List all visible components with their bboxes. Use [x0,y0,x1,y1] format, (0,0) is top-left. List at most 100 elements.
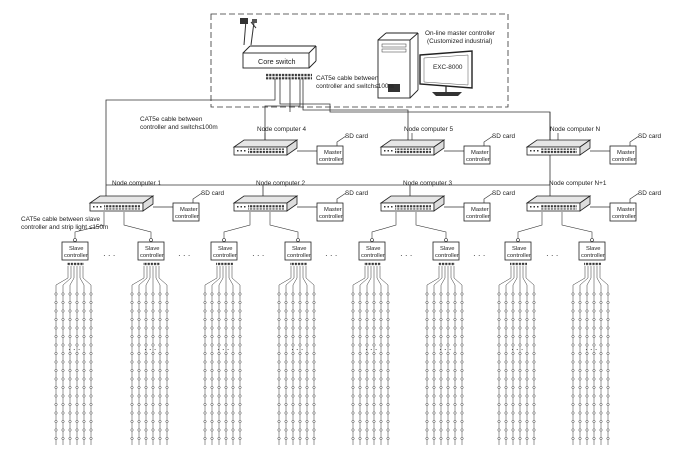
led-node [203,335,207,338]
slave-controller-box [432,241,460,261]
led-node [446,343,450,347]
led-node [379,377,383,381]
led-node [158,403,162,406]
led-node [439,386,443,389]
led-node [460,394,464,398]
led-node [599,437,603,440]
led-node [238,352,242,355]
led-node [453,394,457,398]
led-node [217,428,221,432]
led-node [284,394,288,398]
led-node [453,318,457,321]
master-controller-label: controller [612,214,636,220]
led-node [453,377,457,381]
slave-ports [67,262,84,266]
led-node [372,343,376,347]
led-node [82,343,86,347]
led-node [54,326,58,330]
slave-controller-label: controller [140,253,164,259]
led-node [578,301,582,304]
led-node [144,343,148,347]
led-node [137,301,141,304]
led-node [210,386,214,389]
led-node [305,360,309,364]
led-node [379,411,383,415]
led-node [238,335,242,338]
led-node [75,437,79,440]
led-node [511,386,515,389]
led-node [439,403,443,406]
led-node [425,301,429,304]
led-node [284,309,288,313]
node-computer-label: Node computer N [550,126,600,133]
strip-feed [525,266,535,290]
led-node [210,369,214,372]
led-node [525,309,529,313]
led-node [497,377,501,381]
led-node [425,318,429,321]
led-node [151,318,155,321]
led-node [511,301,515,304]
led-node [284,318,288,321]
switch-ports [395,204,431,210]
slave-controller-label: Slave [69,246,84,252]
led-node [284,343,288,347]
led-node [511,420,515,423]
led-node [606,309,610,313]
led-node [532,343,536,347]
led-node [386,301,390,304]
core-switch: Core switch [240,18,317,80]
led-node [231,411,235,415]
led-node [425,437,429,440]
led-node [298,318,302,321]
led-node [291,428,295,432]
led-node [532,292,536,296]
led-node [599,318,603,321]
led-node [532,301,536,304]
led-node [158,301,162,304]
led-node [89,360,93,364]
led-node [606,420,610,423]
led-node [144,377,148,381]
led-node [511,292,515,296]
led-node [217,437,221,440]
led-node [231,394,235,398]
led-node [68,343,72,347]
led-node [425,360,429,364]
strip-feed [69,266,75,290]
led-node [379,403,383,406]
led-node [165,369,169,372]
led-node [518,420,522,423]
slave-controller-label: controller [287,253,311,259]
led-node [504,437,508,440]
led-node [511,309,515,313]
led-node [305,292,309,296]
led-node [599,428,603,432]
led-node [298,309,302,313]
led-node [578,343,582,347]
status-led [387,206,389,208]
led-node [284,369,288,372]
slave-ports [143,262,160,266]
status-led [93,206,95,208]
sd-card-label: SD card [638,133,662,140]
led-node [144,326,148,330]
slave-controller-box [284,241,312,261]
strip-feed [572,266,586,290]
cable [517,212,543,240]
led-node [89,386,93,389]
led-node [54,292,58,296]
led-node [379,343,383,347]
led-node [432,377,436,381]
led-node [210,309,214,313]
led-node [432,352,436,355]
led-node [372,411,376,415]
led-node [379,352,383,355]
led-node [446,377,450,381]
led-node [425,386,429,389]
led-node [305,411,309,415]
led-node [599,386,603,389]
